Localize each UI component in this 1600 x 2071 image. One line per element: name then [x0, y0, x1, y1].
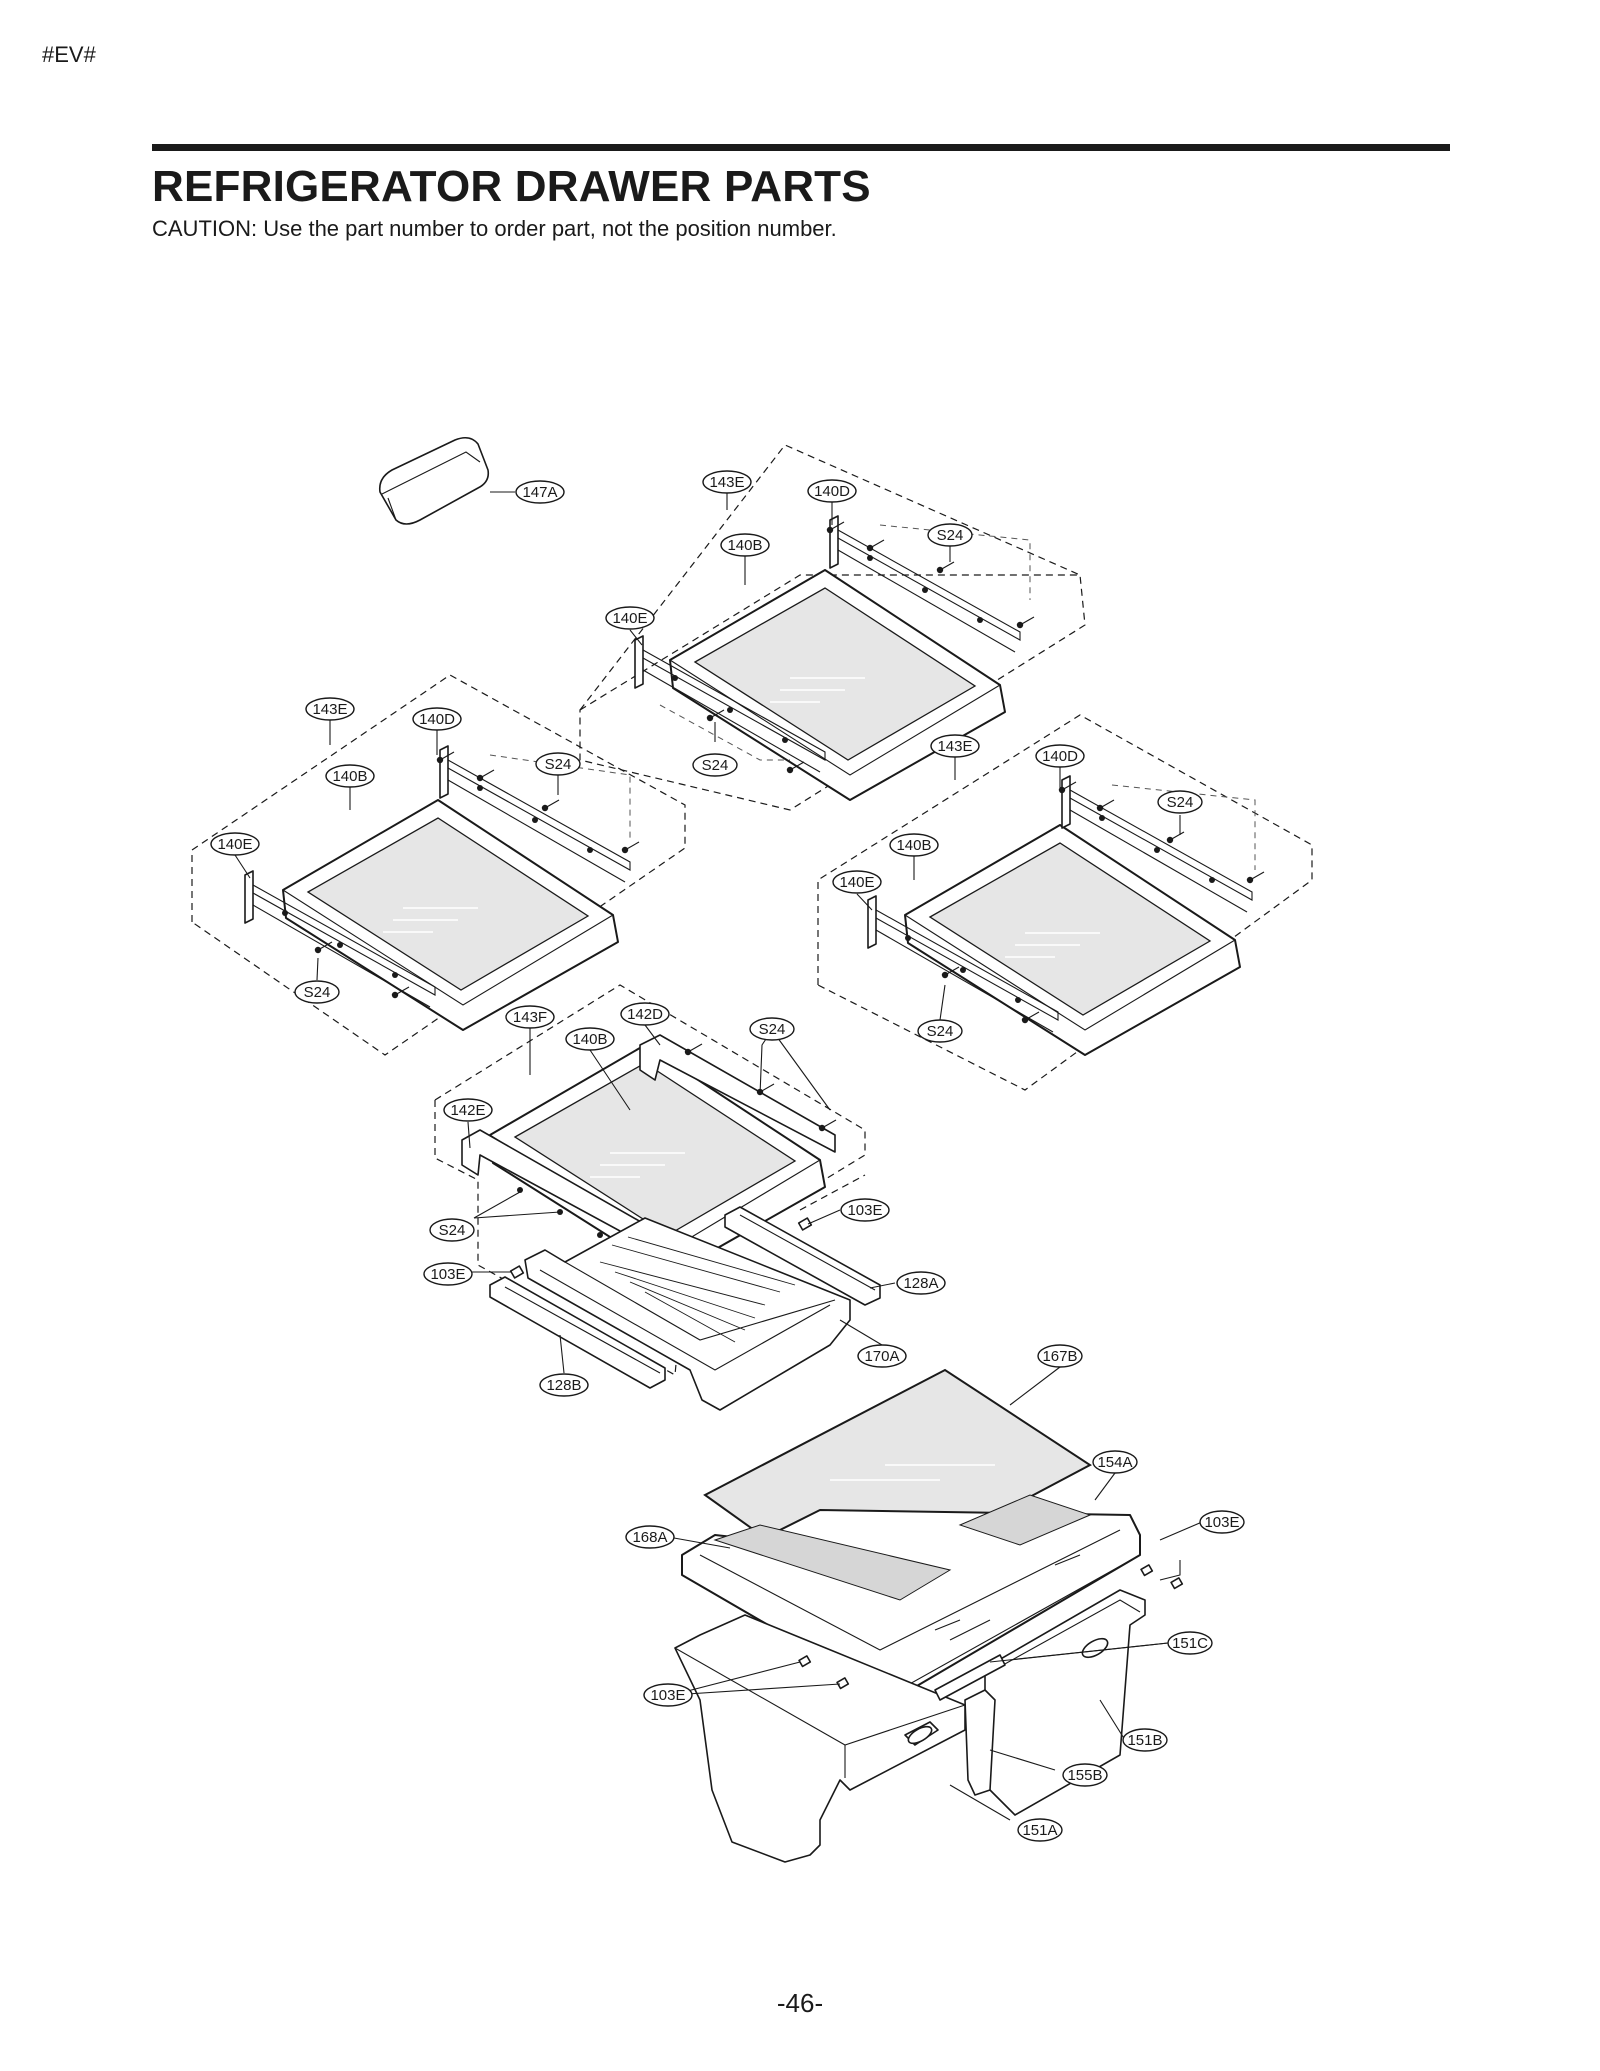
callout-S24-left-b: S24 [294, 980, 340, 1004]
callout-140B-left: 140B [325, 764, 375, 788]
callout-151B: 151B [1122, 1728, 1168, 1752]
svg-text:103E: 103E [1204, 1514, 1239, 1531]
svg-text:170A: 170A [864, 1348, 899, 1365]
callout-143E-top: 143E [702, 470, 752, 494]
svg-text:168A: 168A [632, 1529, 667, 1546]
callout-103E-d: 103E [643, 1683, 693, 1707]
svg-text:S24: S24 [304, 984, 331, 1001]
svg-text:140B: 140B [572, 1031, 607, 1048]
callout-S24-right-b: S24 [917, 1019, 963, 1043]
callout-140E-left: 140E [210, 832, 260, 856]
callout-143E-left: 143E [305, 697, 355, 721]
callout-140D-left: 140D [412, 707, 462, 731]
svg-text:140E: 140E [839, 874, 874, 891]
svg-text:155B: 155B [1067, 1767, 1102, 1784]
leader-lines [234, 491, 1203, 1821]
svg-text:140B: 140B [896, 837, 931, 854]
callout-143E-right: 143E [930, 734, 980, 758]
door-bin-147A [378, 436, 490, 525]
header-rule [152, 144, 1450, 151]
callout-167B: 167B [1037, 1344, 1083, 1368]
page-number: -46- [776, 1988, 824, 2018]
svg-text:143E: 143E [937, 738, 972, 755]
svg-text:140B: 140B [727, 537, 762, 554]
callout-103E-a: 103E [840, 1198, 890, 1222]
svg-text:143F: 143F [513, 1009, 547, 1026]
bottom-drawer-assembly [674, 1368, 1184, 1863]
shelf-assembly-right [817, 714, 1313, 1091]
svg-text:151B: 151B [1127, 1732, 1162, 1749]
svg-text:S24: S24 [702, 757, 729, 774]
caution-note: CAUTION: Use the part number to order pa… [152, 216, 837, 241]
svg-text:167B: 167B [1042, 1348, 1077, 1365]
callout-103E-c: 103E [1199, 1510, 1245, 1534]
document-code: #EV# [42, 42, 96, 67]
callout-103E-b: 103E [423, 1262, 473, 1286]
svg-text:S24: S24 [927, 1023, 954, 1040]
callout-140E-right: 140E [832, 870, 882, 894]
svg-text:S24: S24 [759, 1021, 786, 1038]
callout-S24-right-a: S24 [1157, 790, 1203, 814]
svg-text:128A: 128A [903, 1275, 938, 1292]
callout-140D-top: 140D [807, 479, 857, 503]
callout-S24-left-a: S24 [535, 752, 581, 776]
svg-text:S24: S24 [937, 527, 964, 544]
svg-text:S24: S24 [1167, 794, 1194, 811]
svg-text:154A: 154A [1097, 1454, 1132, 1471]
callout-S24-top-a: S24 [927, 523, 973, 547]
callout-128B: 128B [539, 1373, 589, 1397]
callout-154A: 154A [1092, 1450, 1138, 1474]
page-title: REFRIGERATOR DRAWER PARTS [152, 162, 871, 211]
crisper-drawer-assembly [434, 984, 881, 1411]
callout-170A: 170A [857, 1344, 907, 1368]
svg-text:140D: 140D [814, 483, 850, 500]
svg-text:151A: 151A [1022, 1822, 1057, 1839]
svg-text:140E: 140E [612, 610, 647, 627]
callout-143F: 143F [505, 1005, 555, 1029]
callout-128A: 128A [896, 1271, 946, 1295]
callout-S24-mid-b: S24 [429, 1218, 475, 1242]
svg-text:140D: 140D [1042, 748, 1078, 765]
callout-140E-top: 140E [605, 606, 655, 630]
svg-text:140D: 140D [419, 711, 455, 728]
svg-text:142E: 142E [450, 1102, 485, 1119]
svg-text:S24: S24 [439, 1222, 466, 1239]
svg-text:103E: 103E [430, 1266, 465, 1283]
svg-text:143E: 143E [312, 701, 347, 718]
callout-140B-top: 140B [720, 533, 770, 557]
callout-S24-mid-a: S24 [749, 1017, 795, 1041]
svg-text:143E: 143E [709, 474, 744, 491]
callout-142E: 142E [443, 1098, 493, 1122]
callout-140B-right: 140B [889, 833, 939, 857]
callout-151A: 151A [1017, 1818, 1063, 1842]
svg-text:142D: 142D [627, 1006, 663, 1023]
svg-text:103E: 103E [650, 1687, 685, 1704]
callout-140B-mid: 140B [565, 1027, 615, 1051]
svg-text:128B: 128B [546, 1377, 581, 1394]
svg-text:140B: 140B [332, 768, 367, 785]
svg-text:147A: 147A [522, 484, 557, 501]
svg-text:S24: S24 [545, 756, 572, 773]
callout-155B: 155B [1062, 1763, 1108, 1787]
callout-140D-right: 140D [1035, 744, 1085, 768]
svg-text:103E: 103E [847, 1202, 882, 1219]
callout-147A: 147A [515, 480, 565, 504]
shelf-assembly-left [191, 674, 686, 1056]
svg-text:140E: 140E [217, 836, 252, 853]
callout-142D: 142D [620, 1002, 670, 1026]
callout-151C: 151C [1167, 1631, 1213, 1655]
callout-S24-top-b: S24 [692, 753, 738, 777]
callout-168A: 168A [625, 1525, 675, 1549]
svg-text:151C: 151C [1172, 1635, 1208, 1652]
